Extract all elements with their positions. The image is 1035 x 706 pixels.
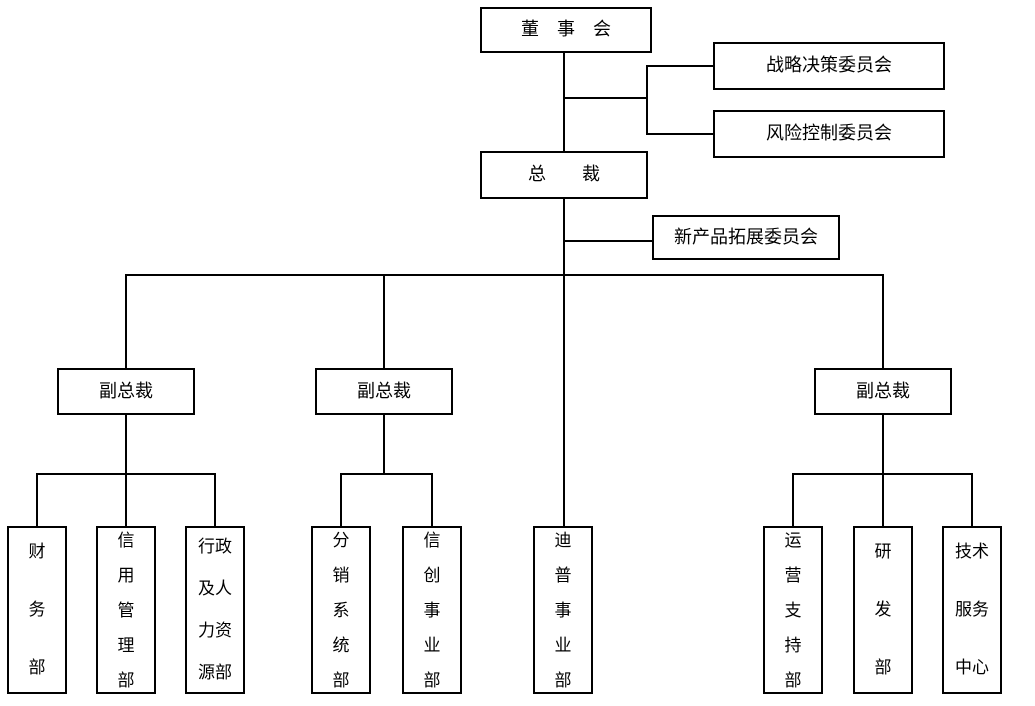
risk-committee-box: 风险控制委员会 bbox=[713, 110, 945, 158]
connector-line bbox=[340, 473, 342, 526]
connector-line bbox=[383, 415, 385, 475]
xinchuang-business-dept-label: 信 创 事 业 部 bbox=[423, 530, 441, 690]
connector-line bbox=[36, 473, 38, 526]
connector-line bbox=[36, 473, 216, 475]
finance-dept-box: 财 务 部 bbox=[7, 526, 67, 694]
admin-hr-dept-label: 行政 及人 力资 源部 bbox=[198, 537, 232, 682]
connector-line bbox=[646, 65, 648, 135]
connector-line bbox=[882, 274, 884, 368]
operations-support-dept-box: 运 营 支 持 部 bbox=[763, 526, 823, 694]
connector-line bbox=[125, 415, 127, 526]
tech-service-center-box: 技术 服务 中心 bbox=[942, 526, 1002, 694]
connector-line bbox=[125, 274, 127, 368]
strategy-committee-label: 战略决策委员会 bbox=[766, 55, 892, 76]
admin-hr-dept-box: 行政 及人 力资 源部 bbox=[185, 526, 245, 694]
vp-middle-label: 副总裁 bbox=[357, 380, 411, 401]
risk-committee-label: 风险控制委员会 bbox=[766, 123, 892, 144]
connector-line bbox=[646, 65, 713, 67]
connector-line bbox=[431, 473, 433, 526]
distribution-system-dept-box: 分 销 系 统 部 bbox=[311, 526, 371, 694]
president-box: 总 裁 bbox=[480, 151, 648, 199]
vp-middle-box: 副总裁 bbox=[315, 368, 453, 415]
connector-line bbox=[563, 240, 652, 242]
xinchuang-business-dept-box: 信 创 事 业 部 bbox=[402, 526, 462, 694]
board-label: 董 事 会 bbox=[521, 19, 611, 40]
connector-line bbox=[792, 473, 794, 526]
board-box: 董 事 会 bbox=[480, 7, 652, 53]
connector-line bbox=[125, 274, 884, 276]
connector-line bbox=[563, 53, 565, 151]
connector-line bbox=[882, 415, 884, 526]
finance-dept-label: 财 务 部 bbox=[28, 542, 46, 677]
connector-line bbox=[340, 473, 433, 475]
distribution-system-dept-label: 分 销 系 统 部 bbox=[332, 530, 350, 690]
tech-service-center-label: 技术 服务 中心 bbox=[955, 542, 989, 677]
operations-support-dept-label: 运 营 支 持 部 bbox=[784, 530, 802, 690]
dipu-business-dept-box: 迪 普 事 业 部 bbox=[533, 526, 593, 694]
dipu-business-dept-label: 迪 普 事 业 部 bbox=[554, 530, 572, 690]
new-product-committee-box: 新产品拓展委员会 bbox=[652, 215, 840, 260]
connector-line bbox=[971, 473, 973, 526]
president-label: 总 裁 bbox=[528, 164, 600, 185]
rd-dept-label: 研 发 部 bbox=[874, 542, 892, 677]
credit-management-dept-label: 信 用 管 理 部 bbox=[117, 530, 135, 690]
strategy-committee-box: 战略决策委员会 bbox=[713, 42, 945, 90]
vp-left-box: 副总裁 bbox=[57, 368, 195, 415]
connector-line bbox=[646, 133, 713, 135]
connector-line bbox=[563, 97, 648, 99]
vp-right-box: 副总裁 bbox=[814, 368, 952, 415]
credit-management-dept-box: 信 用 管 理 部 bbox=[96, 526, 156, 694]
rd-dept-box: 研 发 部 bbox=[853, 526, 913, 694]
connector-line bbox=[563, 199, 565, 526]
vp-right-label: 副总裁 bbox=[856, 380, 910, 401]
connector-line bbox=[792, 473, 973, 475]
connector-line bbox=[214, 473, 216, 526]
connector-line bbox=[383, 274, 385, 368]
new-product-committee-label: 新产品拓展委员会 bbox=[674, 226, 818, 247]
vp-left-label: 副总裁 bbox=[99, 380, 153, 401]
